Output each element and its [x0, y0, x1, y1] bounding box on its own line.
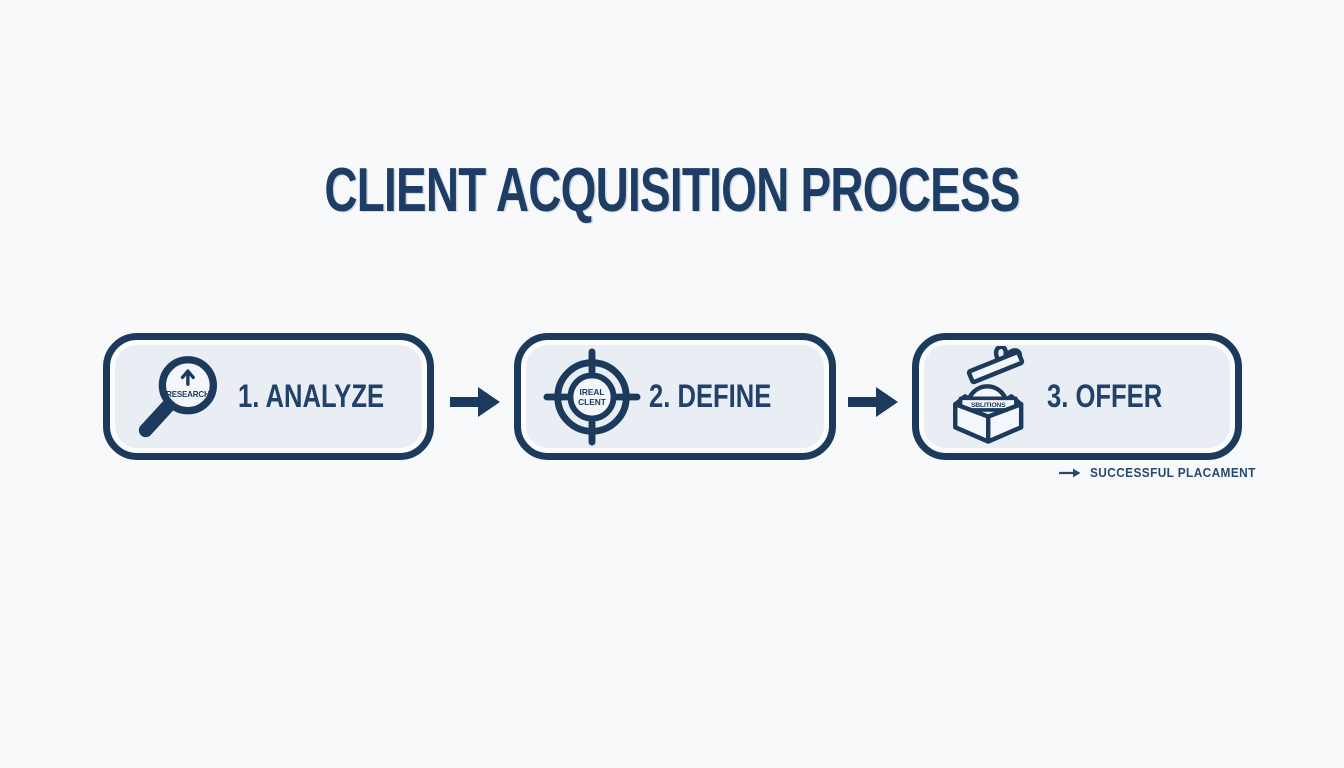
step-label-analyze: 1. ANALYZE: [238, 378, 385, 414]
diagram-title: CLIENT ACQUISITION PROCESS: [324, 156, 1020, 225]
target-ideal-client-icon: IREAL CLENT: [543, 346, 641, 448]
magnifier-icon-label: RESEARCH: [166, 390, 210, 399]
step-box-analyze: RESEARCH 1. ANALYZE: [103, 333, 434, 460]
target-icon-label-line1: IREAL: [580, 387, 605, 397]
gift-box-solutions-icon: SBLITIONS: [941, 345, 1039, 448]
step-box-define: IREAL CLENT 2. DEFINE: [514, 333, 836, 460]
step-label-offer: 3. OFFER: [1047, 378, 1163, 414]
outcome-note: SUCCESSFUL PLACAMENT: [1058, 466, 1264, 480]
arrow-right-icon: [450, 387, 500, 417]
arrow-right-icon: [848, 387, 898, 417]
magnifier-research-icon: RESEARCH: [132, 346, 230, 448]
arrow-right-small-icon: [1059, 468, 1081, 478]
gift-icon-label: SBLITIONS: [971, 402, 1006, 409]
outcome-label: SUCCESSFUL PLACAMENT: [1090, 466, 1256, 480]
step-box-offer: SBLITIONS 3. OFFER: [912, 333, 1242, 460]
target-icon-label-line2: CLENT: [578, 396, 606, 406]
step-label-define: 2. DEFINE: [649, 378, 772, 414]
